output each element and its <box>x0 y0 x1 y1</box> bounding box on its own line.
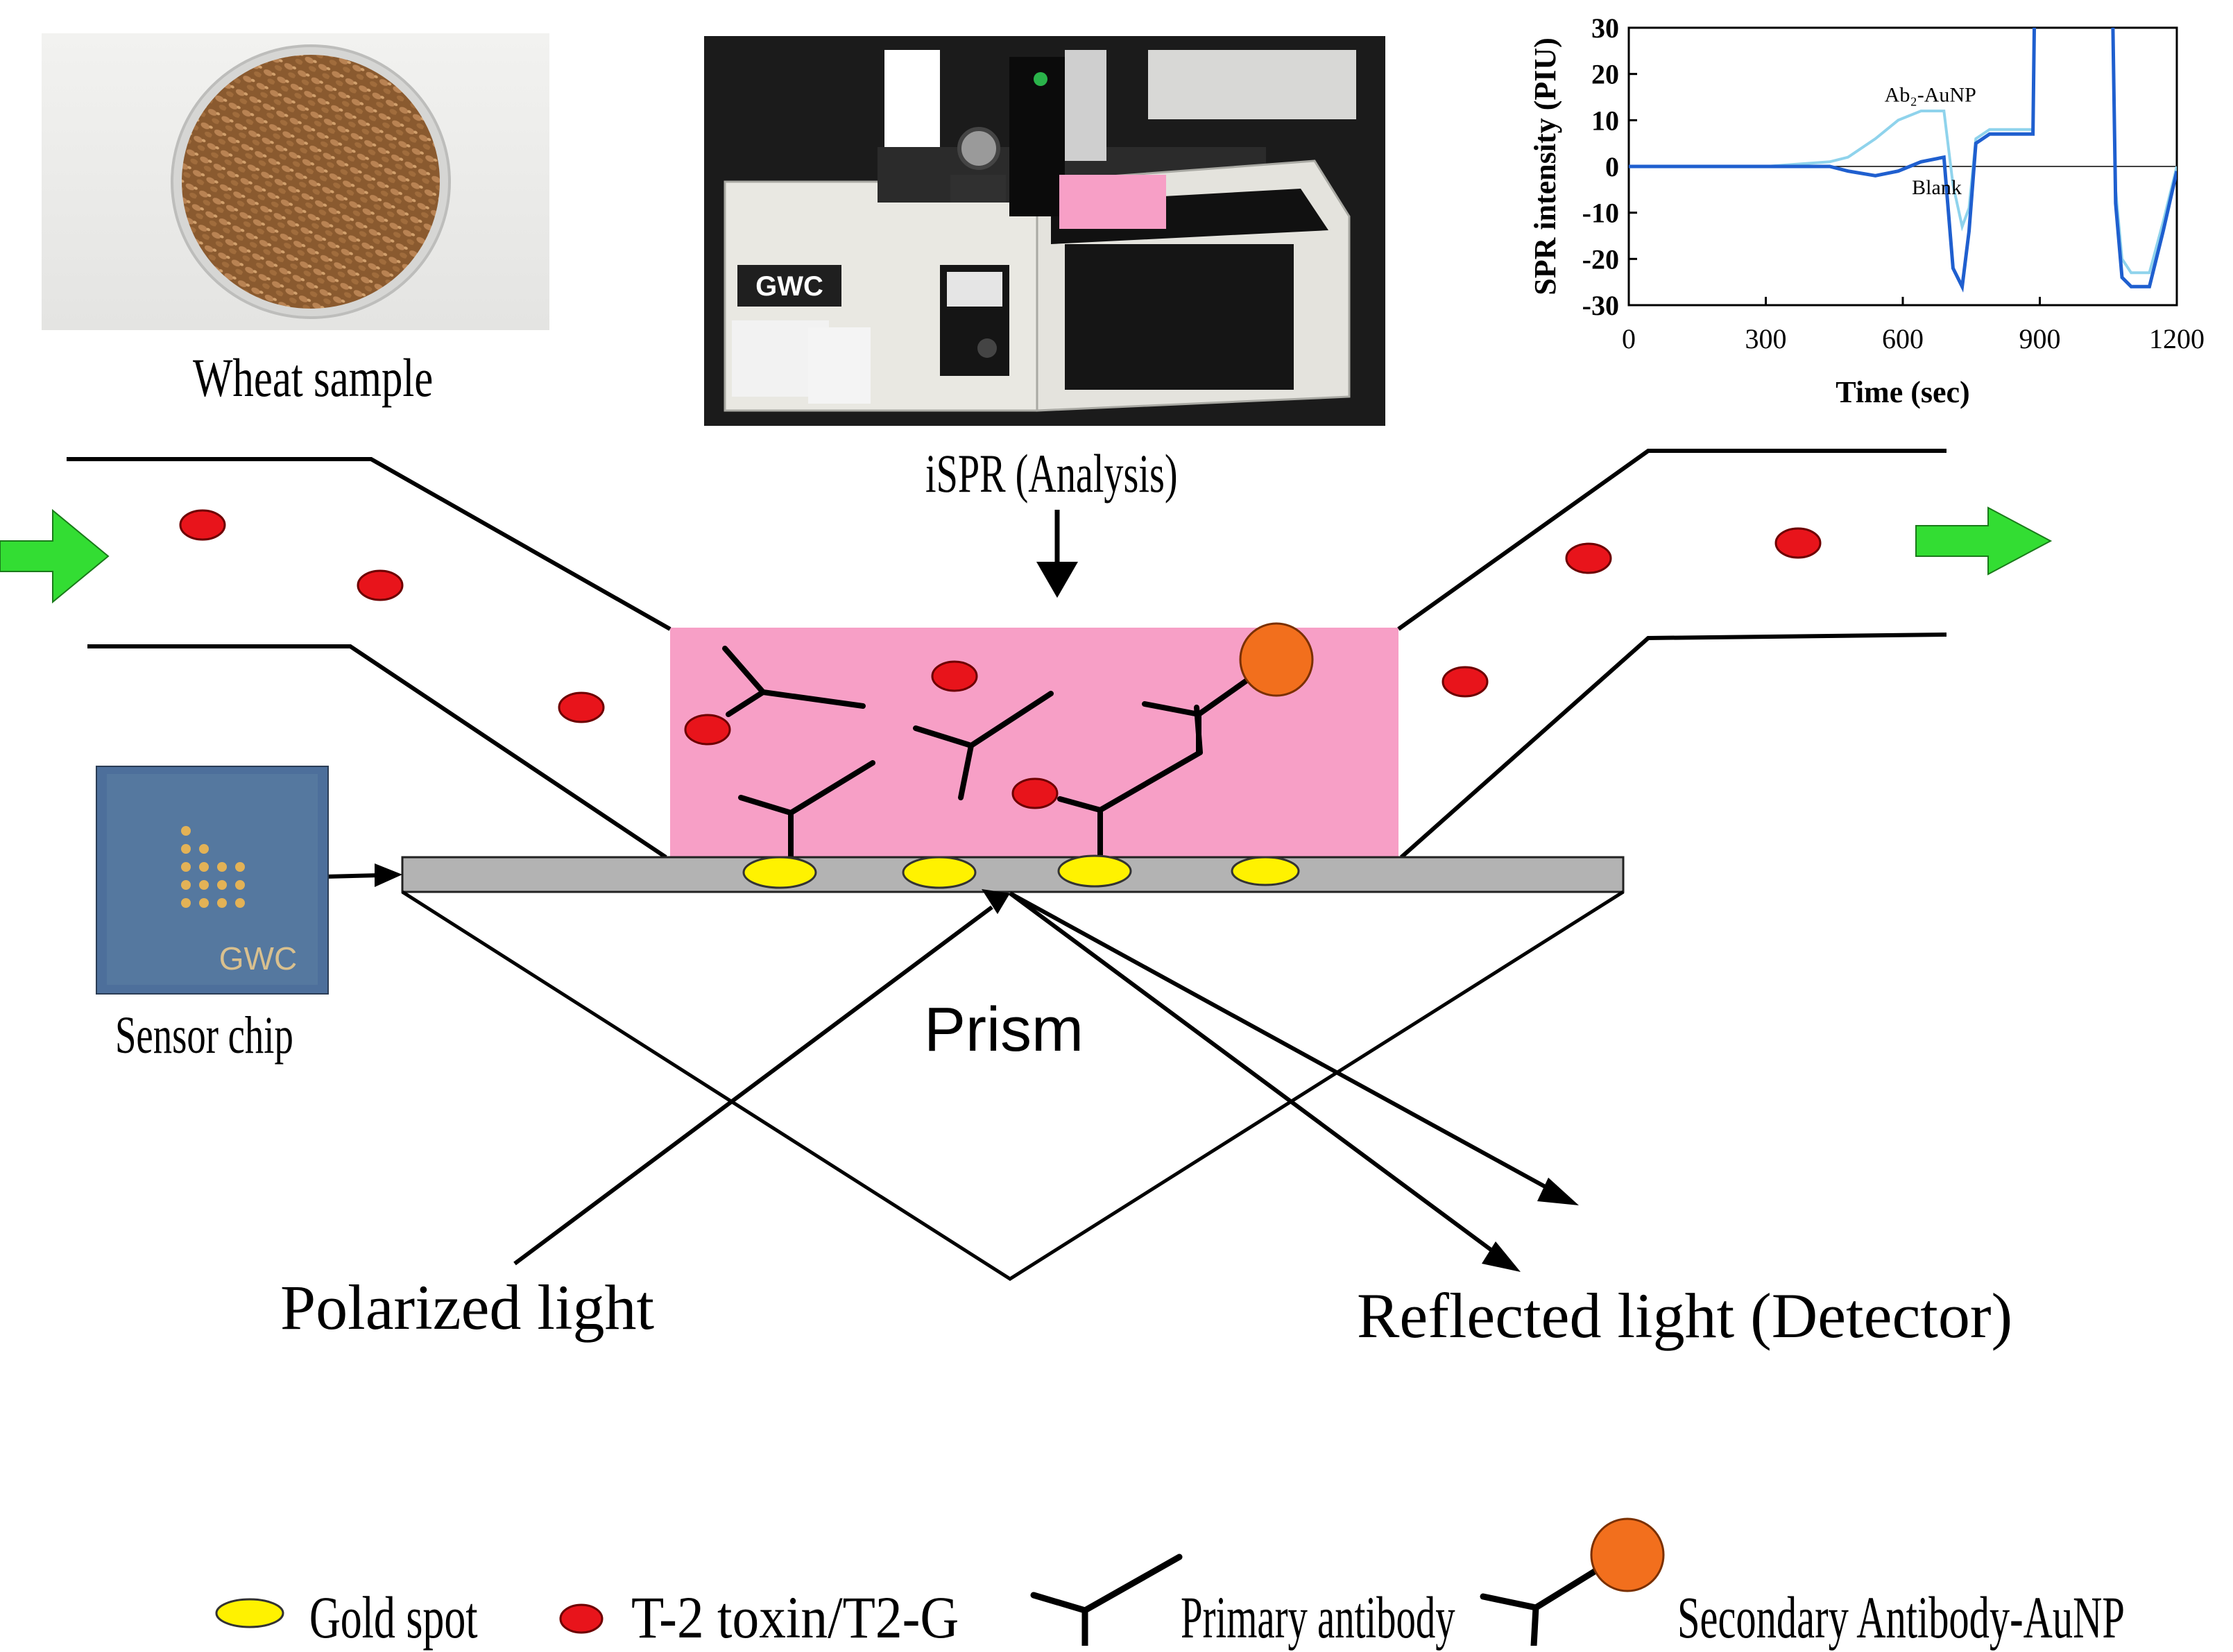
chip-brand: GWC <box>219 940 297 976</box>
chart-y-tick-label: -10 <box>1582 198 1619 229</box>
instrument-highlight <box>1059 175 1166 229</box>
channel-upper-right-wall <box>1397 449 1947 631</box>
chart-annotations: Ab₂-AuNP Blank <box>1885 84 1976 199</box>
chart-x-tick-label: 0 <box>1622 323 1636 354</box>
chart-x-ticks: 0 300 600 900 1200 <box>1622 297 2205 354</box>
sensor-chip-arrow <box>325 873 381 879</box>
reflected-light-arrow-head-1 <box>1537 1178 1579 1205</box>
spr-sensorgram-chart: 30 20 10 0 -10 -20 -30 0 300 600 900 1200 Ab₂-AuNP… <box>1528 14 2205 409</box>
chart-series-line <box>1629 28 2177 293</box>
chart-y-tick-label: -30 <box>1582 290 1619 321</box>
chart-x-tick-label: 600 <box>1882 323 1924 354</box>
primary-antibody-icon <box>738 760 875 866</box>
chart-x-tick-label: 900 <box>2019 323 2061 354</box>
gold-spot-icon <box>1057 854 1132 888</box>
prism-outline <box>401 890 1625 1281</box>
legend-aunp-icon <box>1590 1517 1665 1592</box>
wheat-sample-caption: Wheat sample <box>193 347 434 408</box>
primary-antibody-icon <box>913 691 1054 800</box>
sensor-chip-bar <box>401 856 1625 893</box>
wheat-sample-photo <box>42 33 549 330</box>
channel-lower-right-wall <box>1400 633 1947 859</box>
chart-annotation: Blank <box>1912 176 1962 199</box>
gold-spots <box>742 854 1300 889</box>
legend-primary-antibody-icon <box>1030 1554 1183 1646</box>
chart-y-tick-label: 30 <box>1591 14 1619 44</box>
chart-y-ticks: 30 20 10 0 -10 -20 -30 <box>1582 14 1637 321</box>
outflow-arrow-icon <box>1915 506 2053 576</box>
analysis-down-arrow-head <box>1036 562 1078 598</box>
legend-secondary-label: Secondary Antibody-AuNP <box>1677 1584 2125 1651</box>
chart-plot: 30 20 10 0 -10 -20 -30 0 300 600 900 1200 Ab₂-AuNP… <box>1582 14 2205 354</box>
wheat-dish-icon <box>171 44 451 319</box>
legend-toxin-label: T-2 toxin/T2-G <box>631 1584 959 1651</box>
toxin-icon <box>179 509 226 541</box>
toxin-icon <box>1774 527 1822 559</box>
ispr-instrument-photo: GWC <box>704 36 1385 426</box>
channel-upper-left-wall <box>67 457 671 631</box>
toxin-icon <box>558 691 605 723</box>
polarized-light-ray <box>513 905 993 1266</box>
toxin-icon <box>684 714 731 746</box>
primary-antibody-icon <box>722 646 866 717</box>
sensor-chip-photo: GWC <box>96 766 329 995</box>
polarized-light-caption: Polarized light <box>280 1272 655 1343</box>
chart-x-tick-label: 1200 <box>2149 323 2205 354</box>
chart-series <box>1629 28 2177 293</box>
reflected-light-ray-2 <box>1009 891 1500 1257</box>
gold-spot-icon <box>742 856 817 889</box>
toxin-icon <box>357 569 404 601</box>
reflected-light-caption: Reflected light (Detector) <box>1357 1280 2013 1351</box>
polarized-light-arrow-head <box>982 889 1010 914</box>
sensor-chip-caption: Sensor chip <box>115 1006 293 1065</box>
toxin-molecules <box>179 509 1822 809</box>
ispr-caption: iSPR (Analysis) <box>925 443 1178 504</box>
legend-gold-spot-icon <box>215 1598 284 1628</box>
reflected-light-arrow-head-2 <box>1482 1241 1521 1272</box>
toxin-icon <box>1011 777 1059 809</box>
sensor-chip-arrow-head <box>375 863 402 887</box>
chart-y-tick-label: 20 <box>1591 59 1619 90</box>
reflected-light-ray-1 <box>1009 891 1555 1194</box>
prism-caption: Prism <box>924 995 1084 1065</box>
legend-gold-label: Gold spot <box>309 1584 478 1651</box>
chart-y-tick-label: -20 <box>1582 243 1619 275</box>
chart-annotation: Ab₂-AuNP <box>1885 84 1976 107</box>
legend-primary-label: Primary antibody <box>1181 1584 1455 1651</box>
inflow-arrow-icon <box>0 508 110 604</box>
aunp-icon <box>1239 622 1314 697</box>
legend-toxin-icon <box>559 1603 604 1634</box>
channel-lower-left-wall <box>87 644 667 859</box>
instrument-icon: GWC <box>704 36 1385 426</box>
instrument-brand: GWC <box>755 271 823 302</box>
chart-x-axis-label: Time (sec) <box>1836 375 1969 409</box>
gold-spot-icon <box>902 856 977 889</box>
chart-y-tick-label: 0 <box>1605 151 1619 182</box>
toxin-icon <box>1565 542 1612 574</box>
gold-spot-icon <box>1231 856 1300 886</box>
chip-spots-icon: GWC <box>107 774 318 985</box>
toxin-icon <box>1441 666 1489 698</box>
chart-y-tick-label: 10 <box>1591 105 1619 136</box>
legend-secondary-antibody-icon <box>1480 1567 1599 1646</box>
chart-x-tick-label: 300 <box>1745 323 1787 354</box>
toxin-icon <box>931 660 978 692</box>
chart-y-axis-label: SPR intensity (PIU) <box>1528 37 1562 295</box>
